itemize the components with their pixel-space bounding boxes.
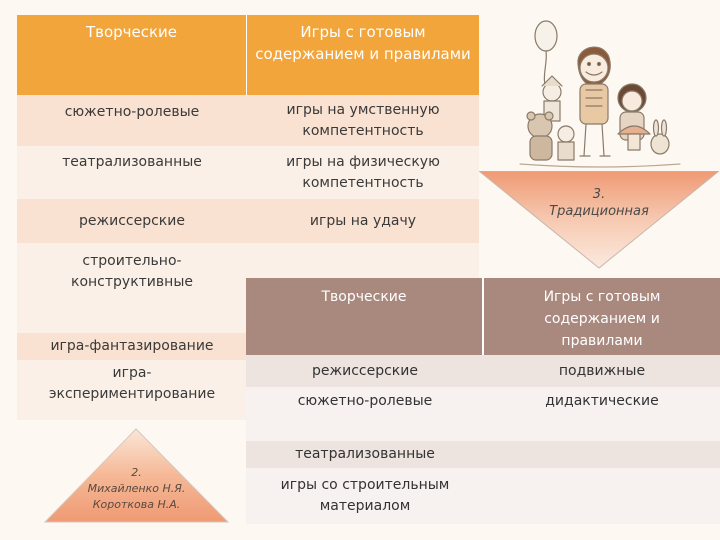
- t2-creative-cell: режиссерские: [246, 355, 484, 387]
- t1-creative-cell: строительно-конструктивные: [17, 243, 247, 333]
- t1-creative-cell: сюжетно-ролевые: [17, 95, 247, 146]
- triangle-up: [44, 428, 229, 523]
- t2-creative-item: режиссерские: [312, 362, 418, 379]
- t1-header-creative-label: Творческие: [85, 23, 178, 41]
- triangle-up-authors: Михайленко Н.Я. Короткова Н.А.: [87, 482, 186, 511]
- t2-rules-cell: подвижные: [484, 355, 720, 387]
- t2-creative-cell: театрализованные: [246, 441, 484, 468]
- t1-rules-cell: игры на удачу: [247, 199, 479, 243]
- t2-header-rules: Игры с готовым содержанием и правилами: [484, 278, 720, 355]
- t1-header-creative: Творческие: [17, 15, 247, 95]
- t2-rules-cell: дидактические: [484, 387, 720, 441]
- t1-creative-item: строительно-конструктивные: [71, 253, 193, 290]
- triangle-down-title: Традиционная: [549, 204, 649, 219]
- t1-header-rules: Игры с готовым содержанием и правилами: [247, 15, 479, 95]
- t1-creative-item: сюжетно-ролевые: [64, 104, 200, 120]
- t1-creative-item: игра-экспериментирование: [48, 365, 216, 402]
- t2-creative-item: игры со строительным материалом: [280, 477, 450, 514]
- t2-rules-empty-cell: [484, 441, 720, 468]
- t2-header-creative: Творческие: [246, 278, 484, 355]
- t1-creative-item: режиссерские: [79, 212, 185, 229]
- t1-creative-cell: игра-фантазирование: [17, 333, 247, 360]
- t2-rules-empty-cell: [484, 468, 720, 524]
- t2-creative-cell: сюжетно-ролевые: [246, 387, 484, 441]
- t1-rules-cell: игры на умственную компетентность: [247, 95, 479, 146]
- triangle-up-number: 2.: [131, 466, 142, 479]
- t1-header-rules-label: Игры с готовым содержанием и правилами: [255, 23, 471, 63]
- triangle-down-label: 3. Традиционная: [479, 186, 719, 220]
- t1-creative-cell: театрализованные: [17, 146, 247, 199]
- t2-header-creative-label: Творческие: [321, 289, 407, 305]
- t1-rules-item: игры на удачу: [309, 212, 417, 229]
- triangle-down: [479, 171, 719, 269]
- t2-rules-item: дидактические: [545, 393, 659, 409]
- t1-creative-cell: режиссерские: [17, 199, 247, 243]
- t2-creative-item: сюжетно-ролевые: [297, 393, 433, 409]
- t1-creative-item: игра-фантазирование: [50, 338, 214, 354]
- t2-rules-item: подвижные: [558, 362, 646, 379]
- t1-creative-item: театрализованные: [62, 154, 202, 170]
- t1-creative-cell: игра-экспериментирование: [17, 360, 247, 420]
- t2-creative-item: театрализованные: [295, 446, 435, 462]
- t1-rules-cell: игры на физическую компетентность: [247, 146, 479, 199]
- t2-header-rules-label: Игры с готовым содержанием и правилами: [543, 289, 661, 349]
- t1-rules-item: игры на физическую компетентность: [286, 153, 440, 191]
- t1-rules-item: игры на умственную компетентность: [286, 101, 440, 139]
- triangle-down-number: 3.: [592, 187, 606, 202]
- t2-creative-cell: игры со строительным материалом: [246, 468, 484, 524]
- children-illustration: [519, 20, 681, 168]
- triangle-up-label: 2. Михайленко Н.Я. Короткова Н.А.: [44, 465, 229, 513]
